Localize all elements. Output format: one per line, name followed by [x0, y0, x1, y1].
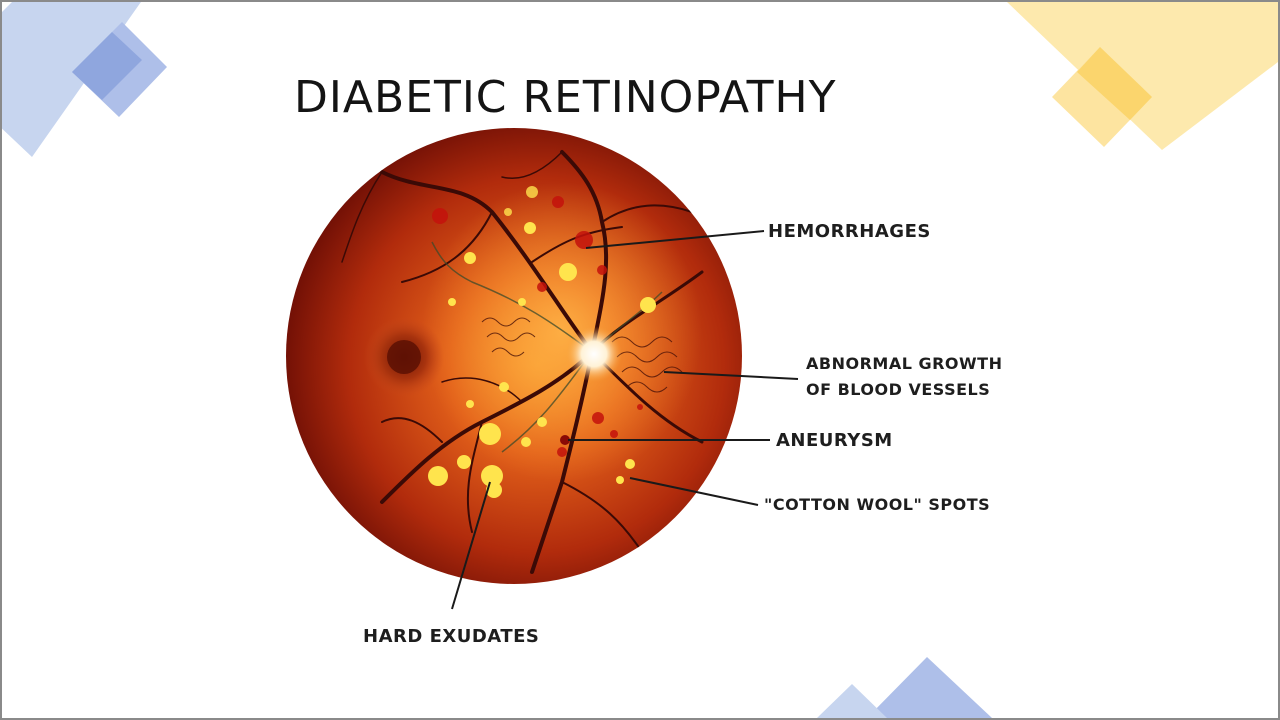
blue-diamond-bottom-small: [817, 684, 887, 718]
leader-cotton-wool: [629, 477, 759, 506]
label-hemorrhages: HEMORRHAGES: [768, 221, 931, 242]
abnormal-vessel-network: [481, 317, 683, 393]
inner-glow: [422, 182, 702, 482]
blue-diamond-bottom-large: [867, 657, 992, 718]
label-abnormal-growth-line2: OF BLOOD VESSELS: [806, 380, 991, 399]
yellow-diamond-overlap: [1077, 47, 1152, 120]
exudate-spots: [428, 186, 656, 498]
yellow-diamond-large: [1007, 2, 1278, 150]
blue-diamond-overlap: [72, 32, 142, 100]
label-hard-exudates: HARD EXUDATES: [363, 626, 540, 647]
aneurysm-spot: [560, 435, 570, 445]
label-abnormal-growth-line1: ABNORMAL GROWTH: [806, 354, 1003, 373]
hemorrhage-spots: [432, 196, 643, 457]
leader-hard-exudates: [451, 481, 491, 610]
fovea: [387, 340, 421, 374]
leader-abnormal-growth: [663, 371, 799, 380]
label-cotton-wool-spots: "COTTON WOOL" SPOTS: [764, 495, 991, 514]
page-title: DIABETIC RETINOPATHY: [294, 72, 837, 123]
optic-disc: [566, 326, 622, 382]
leader-lines: [451, 230, 799, 610]
label-aneurysm: ANEURYSM: [776, 430, 893, 451]
leader-hemorrhages: [585, 230, 765, 249]
label-abnormal-growth: ABNORMAL GROWTH OF BLOOD VESSELS: [806, 351, 1002, 403]
